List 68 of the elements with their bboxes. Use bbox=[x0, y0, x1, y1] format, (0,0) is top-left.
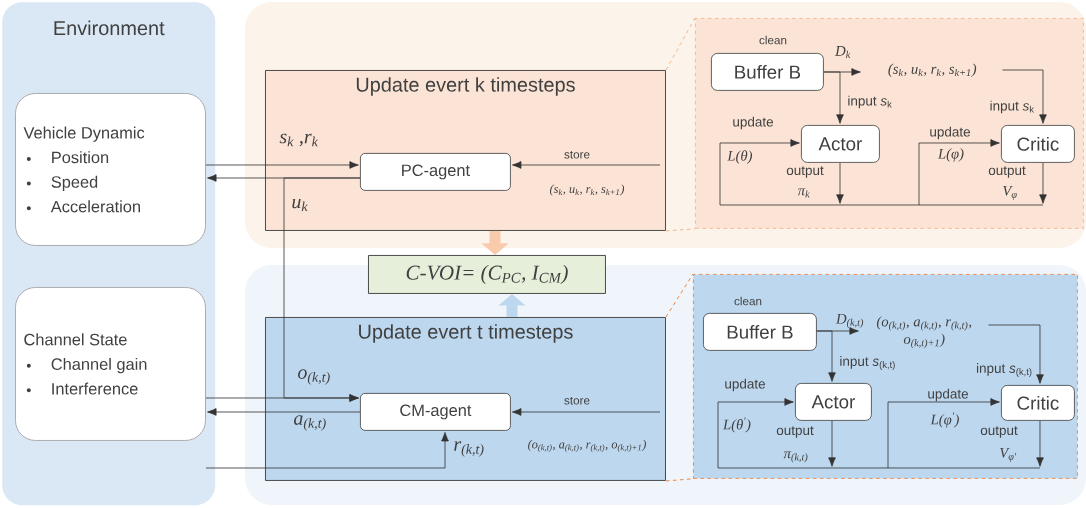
edge-label: update bbox=[930, 126, 970, 140]
edge-label: s$_{k}$ ,r$_{k}$ bbox=[279, 133, 319, 147]
arrow bbox=[816, 330, 836, 382]
edge-label: u$_{k}$ bbox=[292, 198, 308, 212]
arrow bbox=[717, 398, 1041, 469]
process-box: Buffer B bbox=[703, 313, 817, 351]
arrow bbox=[719, 139, 1044, 206]
edge-label: input s$_{k}$ bbox=[990, 100, 1034, 114]
text-label: clean bbox=[734, 296, 762, 306]
text-box: Vehicle Dynamic Position Speed Acceleration bbox=[15, 93, 206, 246]
edge-label: output bbox=[988, 166, 1026, 178]
process-box: Actor bbox=[801, 125, 880, 163]
edge-label: D$_{(k,t)}$ bbox=[835, 313, 864, 328]
edge-label: store bbox=[564, 396, 590, 405]
edge-label: update bbox=[725, 378, 765, 392]
arrow bbox=[887, 398, 1000, 469]
process-box: Critic bbox=[1001, 385, 1075, 421]
edge-label: D$_{k}$ bbox=[835, 46, 851, 58]
math-label: L(φ) bbox=[937, 148, 964, 162]
arrow bbox=[988, 324, 1044, 384]
zoom-line bbox=[665, 228, 696, 232]
edge-label: output bbox=[980, 426, 1018, 438]
text-label: clean bbox=[759, 35, 787, 45]
arrow bbox=[836, 162, 844, 204]
process-box: Buffer B bbox=[711, 53, 824, 91]
tuple-text: (s$_{k}$, u$_{k}$, r$_{k}$, s$_{k+1}$) bbox=[550, 184, 625, 196]
agent-box: CM-agent bbox=[360, 393, 511, 431]
edge-label: a$_{(k,t)}$ bbox=[294, 415, 326, 431]
agent-box: PC-agent bbox=[360, 153, 511, 191]
tuple-text: (o$_{(k,t)}$, a$_{(k,t)}$, r$_{(k,t)}$, o$_{(k,t)+1}$) bbox=[528, 439, 646, 453]
arrow bbox=[205, 161, 359, 169]
tuple-text: (s$_{k}$, u$_{k}$, r$_{k}$, s$_{k+1}$) bbox=[888, 63, 977, 77]
math-label: L(θ$^{'}$) bbox=[722, 417, 751, 433]
math-label: V$_{φ}$ bbox=[1003, 186, 1017, 200]
edge-label: input s$_{k}$ bbox=[848, 95, 892, 109]
edge-label: store bbox=[564, 150, 590, 159]
edge-label: r$_{(k,t)}$ bbox=[454, 441, 484, 457]
arrow bbox=[828, 420, 836, 467]
process-box: Actor bbox=[795, 383, 872, 421]
arrow bbox=[205, 394, 359, 402]
arrow bbox=[1036, 420, 1044, 467]
arrow bbox=[205, 432, 449, 469]
edge-label: output bbox=[786, 166, 824, 178]
math-label: L(θ) bbox=[727, 150, 753, 164]
formula-box: C-VOI= (C$_{PC}$, I$_{CM}$) bbox=[368, 255, 606, 294]
zoom-line bbox=[665, 273, 694, 318]
math-label: π$_{k}$ bbox=[797, 188, 810, 198]
arrow bbox=[512, 161, 661, 169]
edge-label: input s$_{(k,t)}$ bbox=[840, 356, 895, 370]
arrow bbox=[1039, 162, 1047, 204]
text-box: Channel State Channel gain Interference bbox=[15, 287, 206, 441]
arrow bbox=[512, 408, 661, 416]
arrow bbox=[918, 139, 1000, 206]
math-label: V$_{φ'}$ bbox=[1000, 448, 1017, 462]
arrow bbox=[823, 71, 844, 124]
process-box: Critic bbox=[1001, 125, 1075, 163]
edge-label: update bbox=[733, 116, 773, 130]
math-label: π$_{(k,t)}$ bbox=[783, 451, 808, 463]
edge-label: input s$_{(k,t)}$ bbox=[976, 363, 1032, 377]
arrow bbox=[207, 408, 361, 416]
zoom-line bbox=[665, 17, 696, 71]
math-label: L(φ$^{'}$) bbox=[930, 412, 959, 428]
edge-label: o$_{(k,t)}$ bbox=[298, 369, 330, 385]
tuple-text: (o$_{(k,t)}$, a$_{(k,t)}$, r$_{(k,t)}$, o$_{(k,t)+1}$) bbox=[876, 316, 972, 349]
edge-label: update bbox=[928, 388, 968, 402]
zoom-line bbox=[665, 478, 694, 482]
arrow bbox=[1002, 69, 1047, 124]
edge-label: output bbox=[776, 426, 814, 438]
